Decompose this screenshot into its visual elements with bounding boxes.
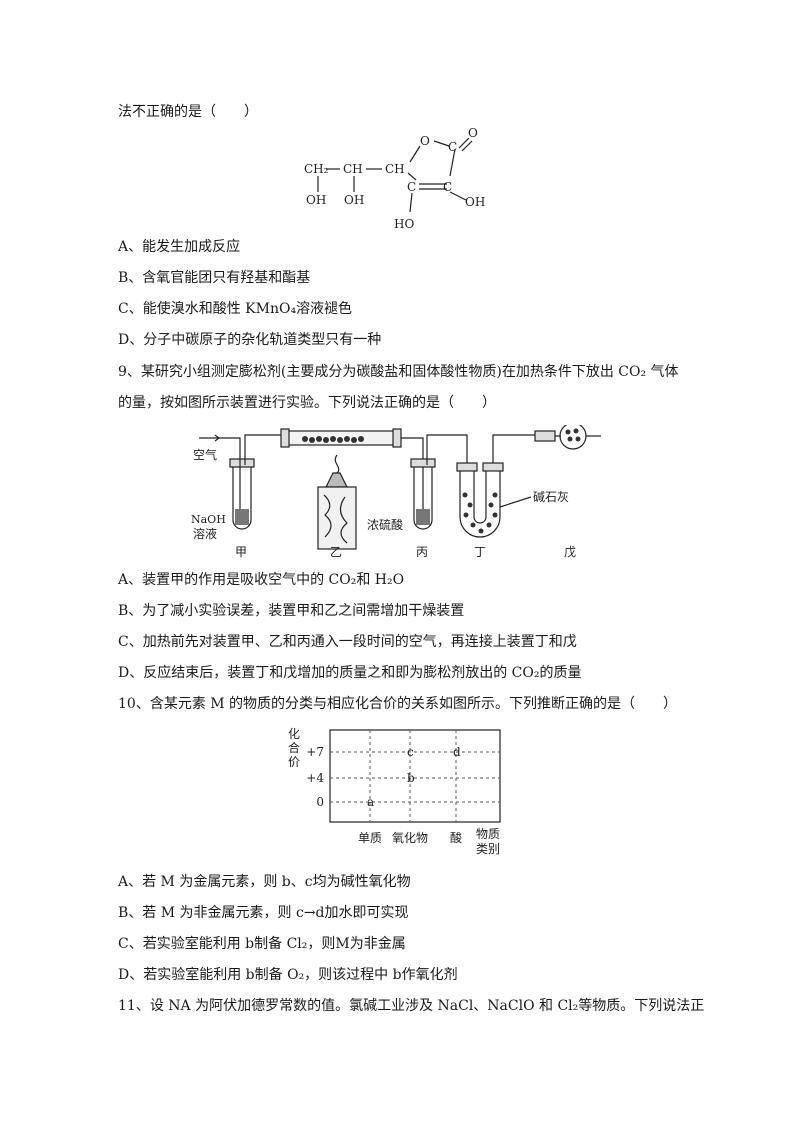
oh-label-3: OH [465, 195, 485, 209]
point-label-d: d [453, 745, 461, 759]
q9-stem-line2: 的量，按如图所示装置进行实验。下列说法正确的是（ ） [118, 395, 496, 411]
question-8-tail: 法不正确的是（ ） [118, 104, 258, 120]
oh-label-1: OH [306, 193, 326, 207]
valence-chart: 化 合 价 +7 +4 0 单质氧化物 酸物质类别 a bc d [288, 727, 501, 856]
q9-option-c: C、加热前先对装置甲、乙和丙通入一段时间的空气，再连接上装置丁和戊 [118, 634, 577, 650]
sulfuric-acid-label: 浓硫酸 [367, 517, 403, 532]
carbonyl-carbon: C [448, 140, 457, 154]
label-bing: 丙 [416, 545, 428, 559]
x-axis-title-1: 物质 [476, 827, 500, 841]
label-jia: 甲 [235, 545, 247, 559]
x-category-label: 单质 [358, 831, 382, 845]
naoh-label: NaOH [191, 513, 226, 526]
point-label-a: a [367, 795, 374, 809]
chart-ylabel-3: 价 [288, 755, 300, 769]
label-yi: 乙 [330, 545, 342, 559]
q8-option-c: C、能使溴水和酸性 KMnO₄溶液褪色 [118, 301, 353, 317]
label-ding: 丁 [474, 545, 486, 559]
ch-mid-label: CH [343, 162, 363, 176]
apparatus-figure: 空气 NaOH 溶液 浓硫酸 碱石灰 甲 乙 丙 丁 戊 [191, 425, 601, 559]
air-label: 空气 [193, 447, 217, 462]
q9-option-d: D、反应结束后，装置丁和戊增加的质量之和即为膨松剂放出的 CO₂的质量 [118, 665, 582, 681]
ring-oxygen: O [420, 134, 430, 148]
alpha-carbon: C [443, 180, 452, 194]
chart-ylabel-2: 合 [288, 740, 300, 755]
x-axis-title-2: 类别 [476, 842, 500, 856]
q11-stem: 11、设 NA 为阿伏加德罗常数的值。氯碱工业涉及 NaCl、NaClO 和 C… [118, 998, 705, 1014]
q10-option-d: D、若实验室能利用 b制备 O₂，则该过程中 b作氧化剂 [118, 967, 458, 983]
q8-option-a: A、能发生加成反应 [118, 239, 241, 255]
q10-option-a: A、若 M 为金属元素，则 b、c均为碱性氧化物 [118, 874, 411, 890]
y-tick-label: 0 [316, 795, 324, 809]
soda-lime-label: 碱石灰 [533, 490, 569, 504]
point-label-b: b [407, 771, 415, 785]
q8-option-b: B、含氧官能团只有羟基和酯基 [118, 270, 311, 286]
q9-option-a: A、装置甲的作用是吸收空气中的 CO₂和 H₂O [118, 572, 405, 588]
q10-stem: 10、含某元素 M 的物质的分类与相应化合价的关系如图所示。下列推断正确的是（ … [118, 696, 678, 712]
beta-carbon: C [407, 180, 416, 194]
structure-figure: CH₂ CH CH O C O C C OH OH OH HO [304, 126, 485, 231]
point-label-c: c [407, 745, 414, 759]
oh-label-2: OH [344, 193, 364, 207]
q8-option-d: D、分子中碳原子的杂化轨道类型只有一种 [118, 332, 382, 348]
y-tick-label: +4 [306, 771, 324, 785]
q10-option-b: B、若 M 为非金属元素，则 c→d加水即可实现 [118, 905, 409, 921]
ch-ring-label: CH [385, 162, 405, 176]
q9-stem-line1: 9、某研究小组测定膨松剂(主要成分为碳酸盐和固体酸性物质)在加热条件下放出 CO… [118, 364, 679, 380]
y-tick-label: +7 [306, 745, 324, 759]
label-wu: 戊 [564, 545, 576, 559]
x-category-label: 酸 [450, 830, 462, 845]
chart-frame [329, 729, 501, 823]
q10-option-c: C、若实验室能利用 b制备 Cl₂，则M为非金属 [118, 936, 406, 952]
ch2-label: CH₂ [304, 162, 329, 176]
q9-option-b: B、为了减小实验误差，装置甲和乙之间需增加干燥装置 [118, 603, 465, 619]
chart-ylabel-1: 化 [288, 727, 300, 741]
x-category-label: 氧化物 [392, 831, 428, 845]
oh-label-4: HO [394, 217, 414, 231]
solution-label: 溶液 [193, 526, 217, 541]
carbonyl-oxygen: O [468, 126, 478, 140]
